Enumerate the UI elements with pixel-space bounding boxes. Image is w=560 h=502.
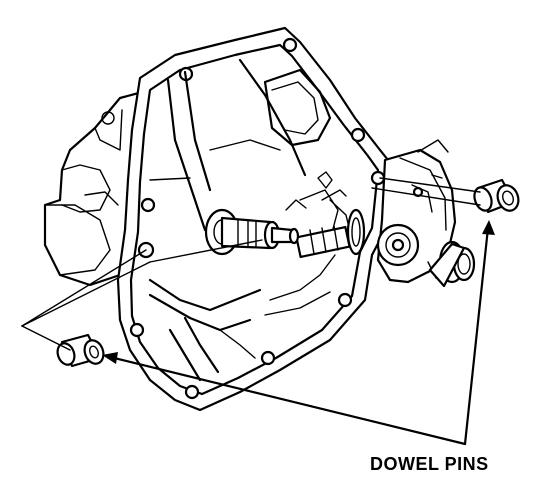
callout-arrows	[102, 220, 495, 446]
dowel-pin-left	[56, 333, 105, 368]
bell-housing	[116, 26, 394, 412]
guide-lines	[21, 177, 481, 351]
differential-housing	[376, 139, 457, 284]
dowel-pins-label: DOWEL PINS	[370, 454, 489, 474]
dowel-pin-right	[473, 178, 520, 214]
output-seal	[428, 240, 476, 288]
